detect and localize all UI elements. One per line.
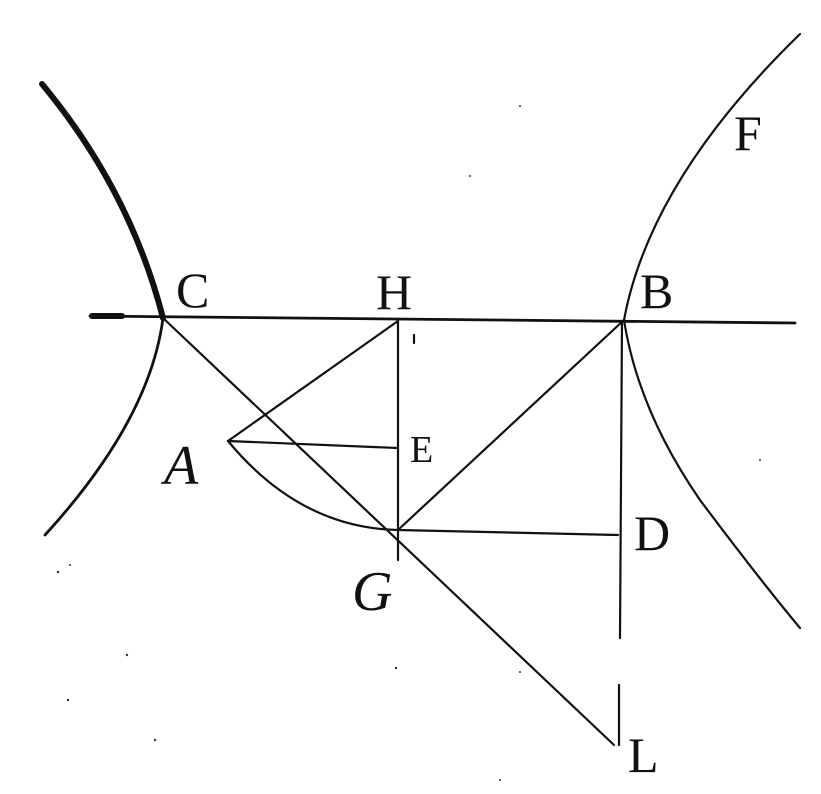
right-hyperbola-lower-branch (622, 318, 802, 630)
left-hyperbola-upper-branch (39, 81, 166, 321)
line-g-to-d (396, 528, 620, 537)
axis-line-cb (88, 314, 797, 325)
label-e: E (410, 429, 433, 471)
label-a: A (160, 435, 199, 497)
print-speck (469, 175, 471, 177)
label-d: D (634, 505, 670, 561)
label-g: G (352, 561, 392, 623)
label-c: C (176, 262, 209, 318)
line-b-to-d (618, 320, 624, 640)
print-speck (519, 105, 521, 107)
print-speck (125, 653, 129, 657)
label-b: B (640, 263, 673, 319)
print-speck (394, 666, 398, 670)
print-speck (759, 459, 761, 461)
print-speck (56, 570, 60, 574)
print-speck (66, 698, 70, 702)
line-c-to-l (161, 316, 616, 747)
label-f: F (734, 105, 762, 161)
line-a-to-h (226, 319, 400, 443)
line-a-to-e (226, 439, 400, 450)
line-g-to-b (396, 318, 626, 532)
print-speck (499, 779, 501, 781)
label-h: H (376, 264, 412, 320)
print-speck (519, 671, 521, 673)
print-speck (153, 738, 157, 742)
print-speck (69, 564, 71, 566)
curve-a-to-g (226, 439, 400, 532)
left-hyperbola-lower-branch (43, 316, 165, 537)
right-hyperbola-upper-branch (622, 32, 802, 322)
label-l: L (628, 727, 659, 783)
